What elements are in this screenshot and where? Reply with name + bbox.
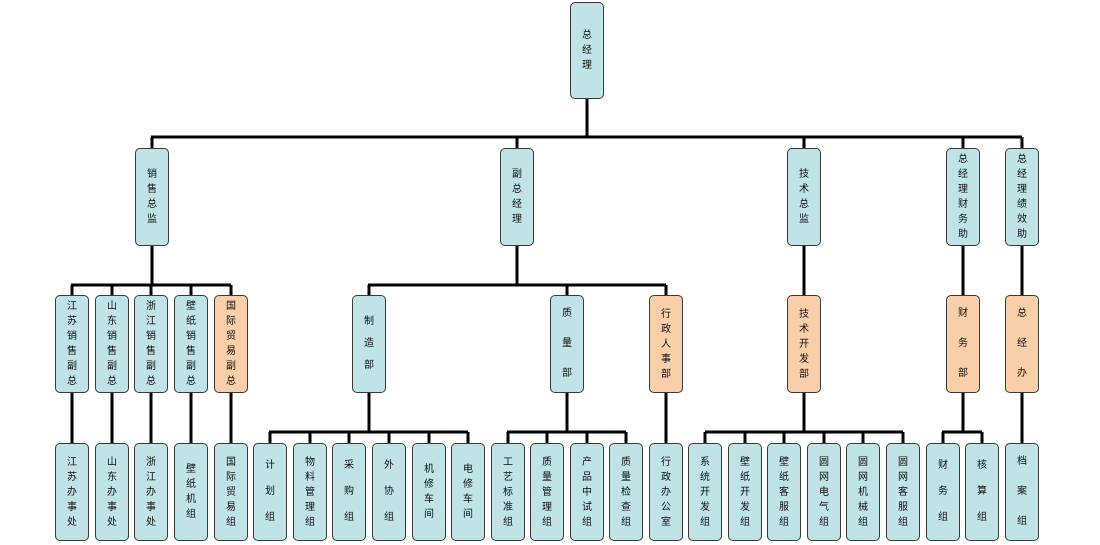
node-intl-trade-vp: 国际贸易副总 [214, 295, 248, 393]
node-deputy-general-manager: 副总经理 [500, 148, 534, 246]
node-wallpaper-sales-vp: 壁纸销售副总 [174, 295, 208, 393]
node-intl-trade-group: 国际贸易组 [214, 443, 248, 541]
node-system-dev-group: 系统开发组 [688, 443, 722, 541]
node-admin-office: 行政办公室 [649, 443, 683, 541]
node-wallpaper-unit: 壁纸机组 [174, 443, 208, 541]
node-pilot-test-group: 产品中试组 [570, 443, 604, 541]
node-admin-hr-dept: 行政人事部 [649, 295, 683, 393]
node-quality-mgmt-group: 质量管理组 [530, 443, 564, 541]
node-zhejiang-office: 浙江办事处 [134, 443, 168, 541]
node-performance-assistant: 总经理绩效助 [1005, 148, 1039, 246]
node-quality-inspection-group: 质量检查组 [609, 443, 643, 541]
node-process-standard-group: 工艺标准组 [491, 443, 525, 541]
node-accounting-group: 核算组 [965, 443, 999, 541]
node-archive-group: 档案组 [1005, 443, 1039, 541]
node-purchasing-group: 采购组 [332, 443, 366, 541]
node-rotary-service-group: 圆网客服组 [886, 443, 920, 541]
node-jiangsu-office: 江苏办事处 [55, 443, 89, 541]
node-materials-group: 物料管理组 [293, 443, 327, 541]
node-general-manager: 总经理 [570, 2, 604, 99]
node-finance-assistant: 总经理财务助 [946, 148, 980, 246]
node-shandong-office: 山东办事处 [95, 443, 129, 541]
node-manufacturing-dept: 制造部 [352, 295, 386, 393]
node-gm-office: 总经办 [1005, 295, 1039, 393]
node-wallpaper-dev-group: 壁纸开发组 [728, 443, 762, 541]
node-rotary-mechanical-group: 圆网机械组 [846, 443, 880, 541]
node-wallpaper-service-group: 壁纸客服组 [767, 443, 801, 541]
node-mech-repair-workshop: 机修车间 [412, 443, 446, 541]
node-elec-repair-workshop: 电修车间 [451, 443, 485, 541]
node-jiangsu-sales-vp: 江苏销售副总 [55, 295, 89, 393]
node-quality-dept: 质量部 [550, 295, 584, 393]
node-finance-dept: 财务部 [946, 295, 980, 393]
node-zhejiang-sales-vp: 浙江销售副总 [134, 295, 168, 393]
node-rotary-electrical-group: 圆网电气组 [807, 443, 841, 541]
node-planning-group: 计划组 [253, 443, 287, 541]
node-finance-group: 财务组 [926, 443, 960, 541]
node-shandong-sales-vp: 山东销售副总 [95, 295, 129, 393]
node-outsourcing-group: 外协组 [372, 443, 406, 541]
node-tech-dev-dept: 技术开发部 [787, 295, 821, 393]
node-technical-director: 技术总监 [787, 148, 821, 246]
node-sales-director: 销售总监 [135, 148, 169, 246]
